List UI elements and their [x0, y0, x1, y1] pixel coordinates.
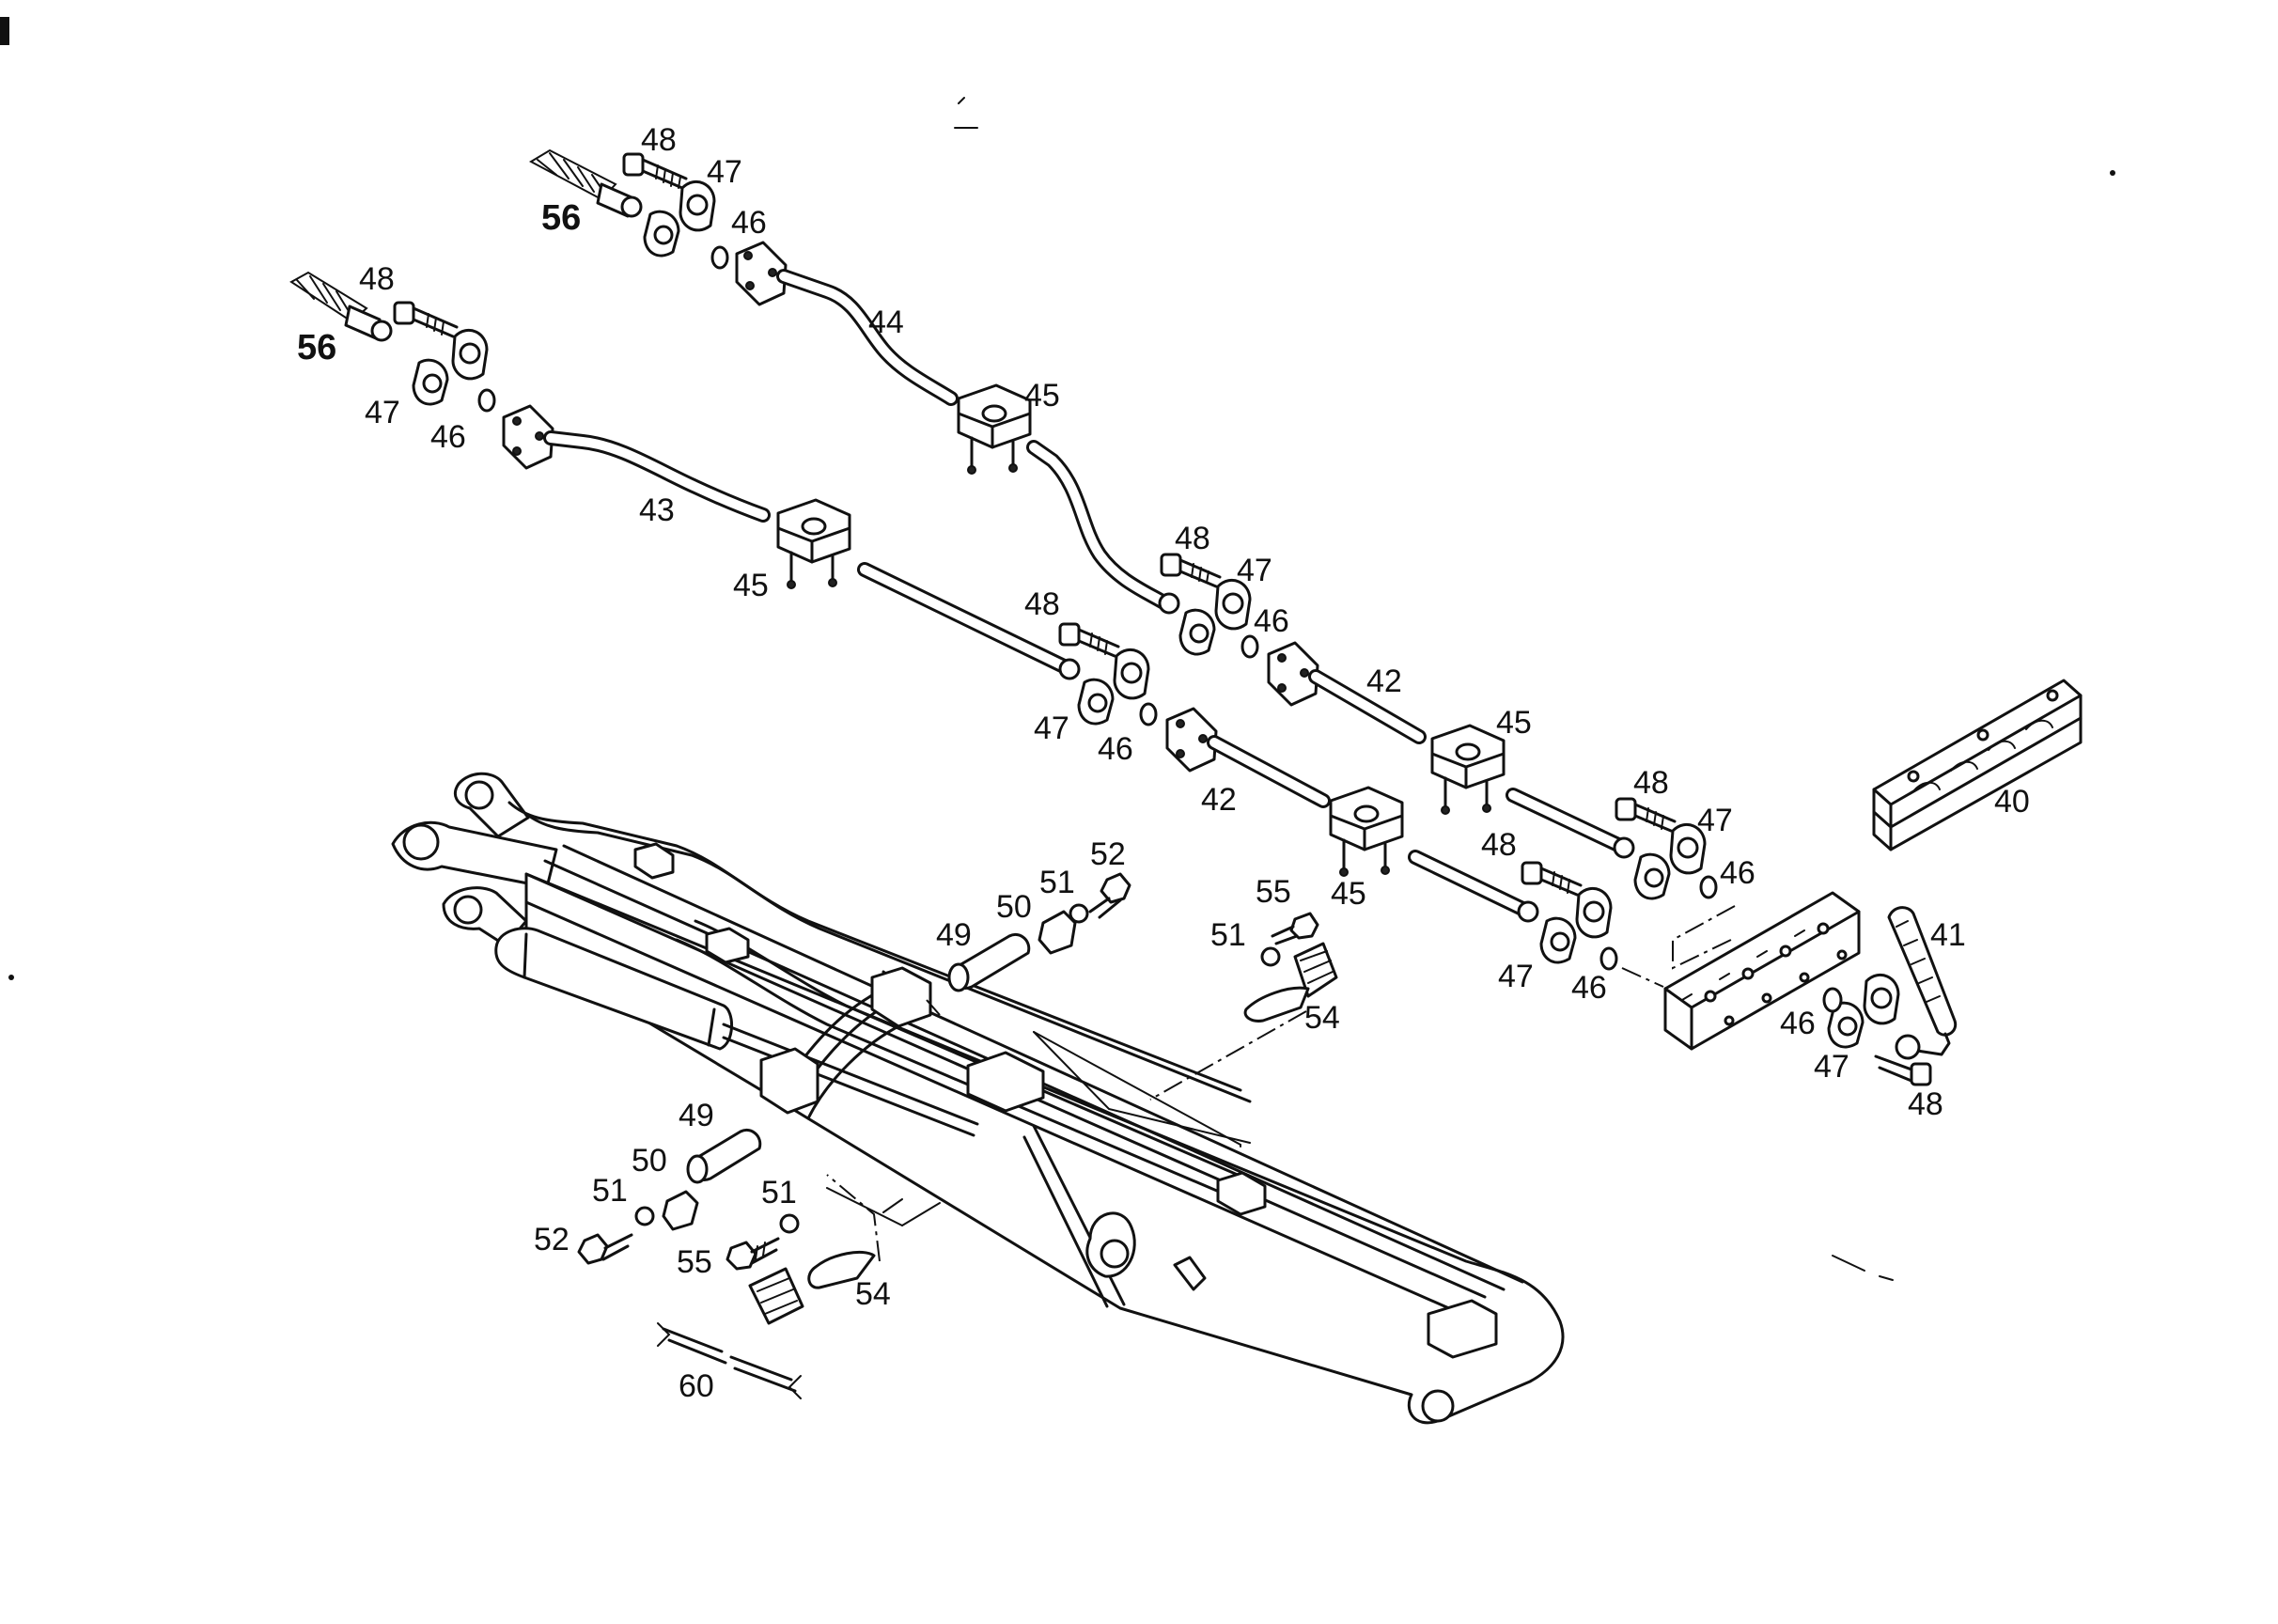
callout-47c: 47	[1237, 553, 1272, 588]
callout-45d: 45	[1331, 876, 1366, 912]
bracket-54-lower	[748, 1250, 876, 1325]
cable-tie-60	[657, 1322, 802, 1399]
clamp-45-c	[1430, 724, 1506, 815]
callout-48b: 48	[359, 261, 395, 297]
flange-47-left	[412, 329, 489, 406]
callout-51c: 51	[592, 1173, 628, 1209]
bolt-48-right1	[1615, 797, 1677, 833]
callout-56a: 56	[541, 198, 581, 238]
bolt-52-set	[577, 872, 1131, 1265]
callout-45c: 45	[1496, 705, 1532, 741]
callout-50b: 50	[632, 1143, 667, 1179]
bolt-48-bottom	[1874, 1054, 1932, 1086]
pin-49-lower	[686, 1129, 762, 1184]
callout-49b: 49	[679, 1098, 714, 1133]
callout-47b: 47	[365, 395, 400, 430]
pipe-42-lower	[1165, 707, 1331, 808]
o-ring-46-set	[477, 245, 1843, 1013]
callout-55a: 55	[1256, 874, 1291, 910]
callout-51d: 51	[761, 1175, 797, 1210]
flange-47-right1	[1633, 823, 1707, 900]
callout-52b: 52	[534, 1222, 570, 1257]
callout-51b: 51	[1210, 917, 1246, 953]
callout-52a: 52	[1090, 836, 1126, 872]
clamp-45-b	[776, 498, 851, 589]
callout-47d: 47	[1034, 710, 1069, 746]
callout-46d: 46	[1098, 731, 1133, 767]
callout-45a: 45	[1024, 378, 1060, 414]
callout-48a: 48	[641, 122, 677, 158]
callout-46e: 46	[1720, 855, 1755, 891]
pipe-43	[502, 404, 771, 523]
registration-mark	[0, 17, 9, 45]
bolt-48-mid2	[1058, 622, 1120, 658]
pin-49-upper	[947, 933, 1031, 992]
callout-47e: 47	[1697, 803, 1733, 838]
callout-45b: 45	[733, 568, 769, 603]
callout-50a: 50	[996, 889, 1032, 925]
hose-41	[1887, 906, 1958, 1060]
manifold-block	[1663, 891, 1861, 1051]
retainer-50-set	[662, 910, 1077, 1231]
callout-47a: 47	[707, 154, 742, 190]
bolt-48-left	[393, 301, 459, 338]
callout-46c: 46	[1254, 603, 1289, 639]
callout-54b: 54	[855, 1276, 891, 1312]
callout-42a: 42	[1366, 664, 1402, 699]
callout-48f: 48	[1481, 827, 1517, 863]
pipe-straight-b	[1408, 788, 1635, 923]
bracket-54-upper	[1243, 942, 1338, 1023]
callout-40: 40	[1994, 784, 2030, 820]
callout-54a: 54	[1304, 1000, 1340, 1036]
flange-47-right2	[1539, 887, 1613, 964]
boom-assembly	[391, 772, 1565, 1425]
hose-end-56-lower	[289, 271, 393, 342]
flange-47-mid2	[1077, 648, 1150, 726]
callout-46a: 46	[731, 205, 767, 241]
bolt-48-top	[622, 152, 688, 190]
callout-labels: 40 41 42 42 43 44 45 45 45 45 46 46 46 4…	[297, 122, 2030, 1404]
callout-55b: 55	[677, 1244, 712, 1280]
washer-51-set	[634, 903, 1281, 1234]
bolt-55-set	[726, 912, 1319, 1271]
callout-51a: 51	[1039, 865, 1075, 900]
callout-43: 43	[639, 492, 675, 528]
callout-47g: 47	[1814, 1049, 1849, 1085]
flange-47-mid1	[1178, 579, 1252, 656]
callout-47f: 47	[1498, 959, 1534, 994]
callout-49a: 49	[936, 917, 972, 953]
callout-60: 60	[679, 1368, 714, 1404]
callout-42b: 42	[1201, 782, 1237, 818]
callout-48d: 48	[1024, 586, 1060, 622]
hose-end-56-upper	[528, 148, 643, 218]
callout-44: 44	[868, 304, 904, 340]
clamp-bar-40	[1872, 679, 2083, 851]
print-specks	[8, 97, 2115, 1281]
callout-56b: 56	[297, 328, 336, 367]
bolt-48-right2	[1521, 861, 1583, 897]
pipe-44	[735, 241, 959, 406]
clamp-45-d	[1329, 786, 1404, 877]
callout-46g: 46	[1780, 1006, 1816, 1041]
callout-41: 41	[1930, 917, 1966, 953]
callout-48g: 48	[1908, 1086, 1943, 1122]
center-lines	[826, 905, 1736, 1262]
pipe-42-upper	[1267, 641, 1427, 744]
callout-48e: 48	[1633, 765, 1669, 801]
flange-47-bottom	[1827, 974, 1900, 1049]
pipe-44-continuation	[1026, 440, 1180, 615]
pipe-straight-a	[857, 562, 1081, 680]
callout-46b: 46	[430, 419, 466, 455]
callout-48c: 48	[1175, 521, 1210, 556]
callout-46f: 46	[1571, 970, 1607, 1006]
clamp-45-a	[957, 383, 1032, 475]
flange-47-top	[643, 180, 716, 258]
bolt-48-mid1	[1160, 553, 1222, 588]
